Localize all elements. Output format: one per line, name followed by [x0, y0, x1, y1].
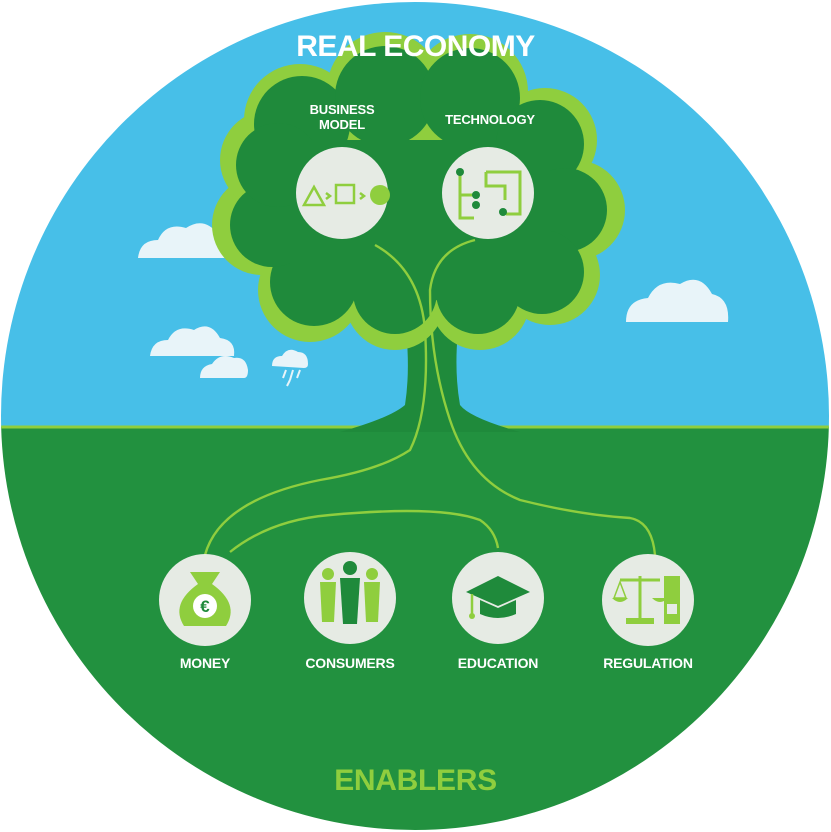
money-label: MONEY — [179, 655, 231, 671]
root-line — [203, 243, 428, 556]
technology-circuit-icon — [456, 168, 522, 220]
root-line — [229, 509, 500, 553]
business-model-node — [296, 147, 390, 239]
consumers-label: CONSUMERS — [305, 655, 395, 671]
business-model-label-line2: MODEL — [319, 117, 365, 132]
money-node: € — [159, 554, 251, 646]
scales-and-binder-icon — [612, 576, 680, 624]
business-model-flow-icon — [301, 183, 390, 207]
consumers-people-icon — [320, 561, 380, 624]
cloud-icon — [138, 223, 235, 258]
euro-money-bag-icon: € — [179, 572, 231, 626]
technology-node — [442, 147, 534, 239]
graduation-cap-icon — [466, 576, 530, 619]
business-model-label-line1: BUSINESS — [309, 102, 375, 117]
education-node — [452, 552, 544, 644]
cloud-icon — [626, 279, 729, 322]
diagram-title-enablers: ENABLERS — [334, 764, 497, 797]
consumers-node — [304, 552, 396, 644]
diagram-title-real-economy: REAL ECONOMY — [296, 30, 535, 63]
svg-text:€: € — [200, 597, 210, 616]
root-line — [428, 238, 657, 556]
tree-trunk — [340, 300, 520, 432]
education-label: EDUCATION — [457, 655, 539, 671]
cloud-icon — [150, 326, 235, 356]
rain-cloud-icon — [272, 349, 308, 387]
business-model-label: BUSINESS MODEL — [292, 102, 392, 132]
regulation-node — [602, 554, 694, 646]
technology-label: TECHNOLOGY — [445, 112, 535, 127]
root-connectors — [203, 238, 657, 556]
cloud-icon — [200, 356, 248, 378]
regulation-label: REGULATION — [603, 655, 693, 671]
